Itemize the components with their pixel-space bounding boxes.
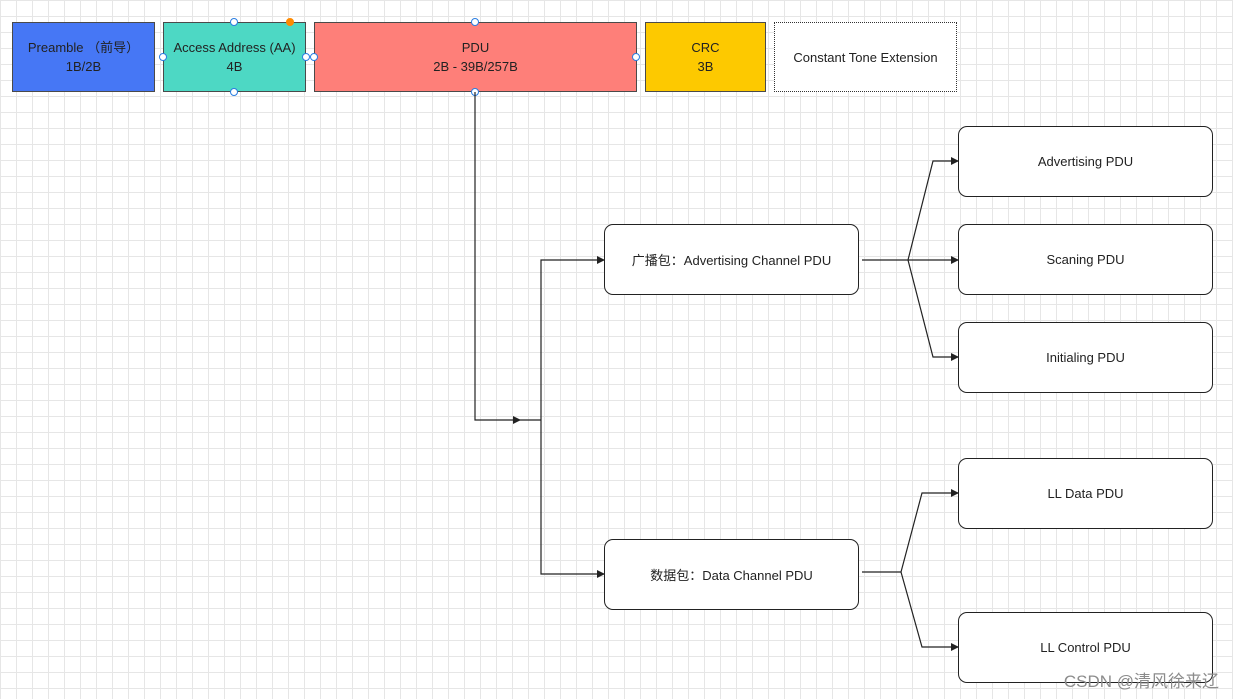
branch-to-data-line (540, 420, 605, 578)
crc-title: CRC (691, 40, 720, 55)
preamble-title: Preamble （前导） (27, 40, 140, 55)
initialing-pdu-label: Initialing PDU (1046, 350, 1125, 365)
pdu-connect-left[interactable] (310, 53, 318, 61)
scaning-pdu-node[interactable]: Scaning PDU (958, 224, 1213, 295)
csdn-watermark: CSDN @清风徐来辽 (1063, 672, 1219, 691)
cte-title: Constant Tone Extension (793, 49, 938, 65)
ll-control-pdu-label: LL Control PDU (1040, 640, 1131, 655)
pdu-to-branch-line (474, 92, 521, 424)
ll-control-pdu-node[interactable]: LL Control PDU (958, 612, 1213, 683)
ll-data-pdu-label: LL Data PDU (1047, 486, 1124, 501)
to-ll-control-pdu-line (900, 571, 959, 651)
ll-data-pdu-node[interactable]: LL Data PDU (958, 458, 1213, 529)
advertising-pdu-node[interactable]: Advertising PDU (958, 126, 1213, 197)
pdu-title: PDU (461, 40, 490, 55)
scaning-pdu-label: Scaning PDU (1046, 252, 1125, 267)
initialing-pdu-node[interactable]: Initialing PDU (958, 322, 1213, 393)
data-channel-pdu-label: 数据包：Data Channel PDU (650, 568, 813, 583)
cte-field[interactable]: Constant Tone Extension (774, 22, 957, 92)
pdu-field[interactable]: PDU 2B - 39B/257B (314, 22, 637, 92)
to-initialing-pdu-line (907, 259, 959, 361)
to-ll-data-pdu-line (900, 489, 959, 573)
selection-handle-top[interactable] (230, 18, 238, 26)
advertising-pdu-label: Advertising PDU (1037, 154, 1134, 169)
pdu-connect-top[interactable] (471, 18, 479, 26)
data-channel-pdu-node[interactable]: 数据包：Data Channel PDU (604, 539, 859, 610)
selection-handle-right[interactable] (302, 53, 310, 61)
selection-handle-left[interactable] (159, 53, 167, 61)
pdu-connect-right[interactable] (632, 53, 640, 61)
advertising-channel-pdu-node[interactable]: 广播包：Advertising Channel PDU (604, 224, 859, 295)
access-address-title: Access Address (AA) (173, 40, 296, 55)
to-advertising-pdu-line (907, 157, 959, 261)
crc-field[interactable]: CRC 3B (645, 22, 766, 92)
preamble-size: 1B/2B (65, 59, 102, 74)
advertising-channel-pdu-label: 广播包：Advertising Channel PDU (631, 253, 832, 268)
preamble-field[interactable]: Preamble （前导） 1B/2B (12, 22, 155, 92)
pdu-size: 2B - 39B/257B (433, 59, 518, 74)
crc-size: 3B (697, 59, 714, 74)
access-address-size: 4B (226, 59, 243, 74)
rotate-handle[interactable] (286, 18, 294, 26)
branch-to-advertising-line (540, 256, 605, 420)
selection-handle-bottom[interactable] (230, 88, 238, 96)
